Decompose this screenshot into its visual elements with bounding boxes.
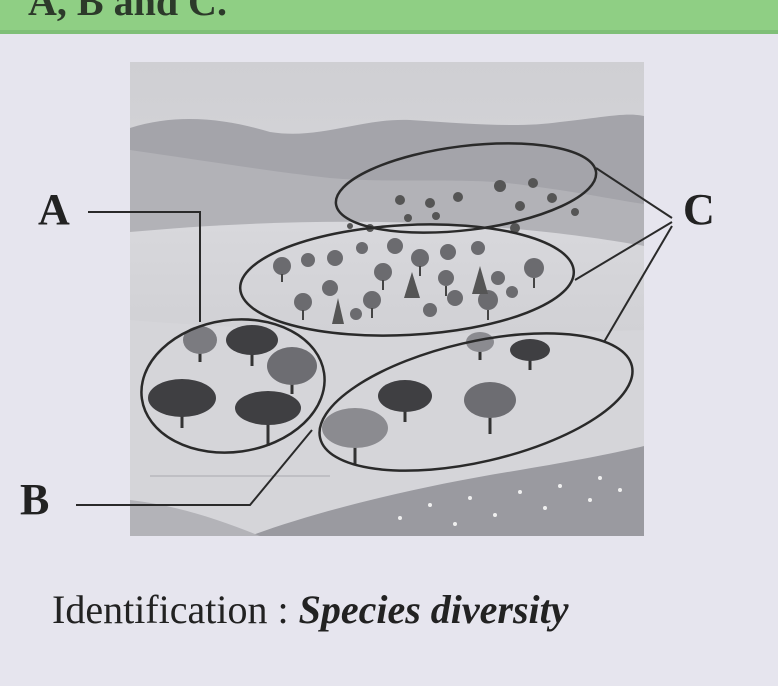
landscape-picture	[130, 62, 644, 536]
caption: Identification : Species diversity	[52, 590, 569, 630]
label-b: B	[20, 478, 49, 522]
caption-prefix: Identification :	[52, 587, 299, 632]
label-a: A	[38, 188, 70, 232]
caption-term: Species diversity	[299, 587, 569, 632]
label-c: C	[683, 188, 715, 232]
